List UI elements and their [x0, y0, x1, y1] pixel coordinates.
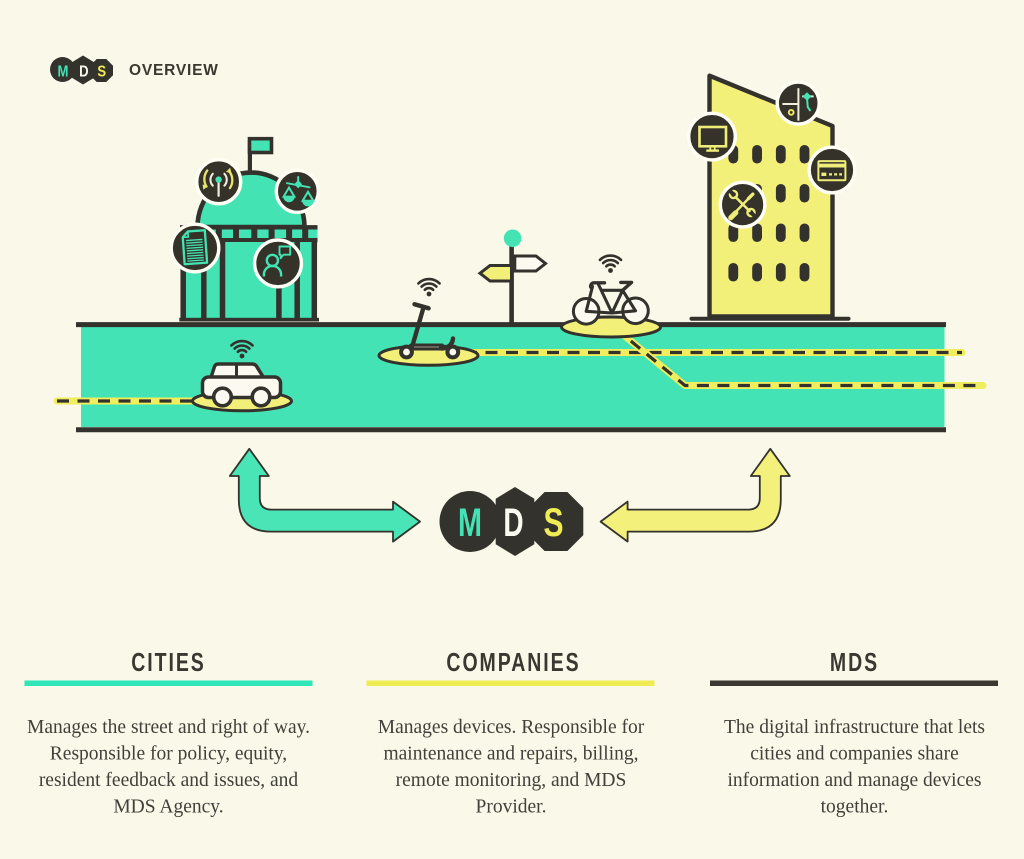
svg-text:resident feedback and issues,: resident feedback and issues, and [39, 770, 299, 791]
svg-text:remote monitoring, and MDS: remote monitoring, and MDS [396, 770, 627, 791]
svg-text:CITIES: CITIES [131, 647, 206, 676]
svg-text:information and manage devices: information and manage devices [728, 770, 982, 791]
svg-text:COMPANIES: COMPANIES [446, 647, 580, 676]
svg-text:MDS Agency.: MDS Agency. [113, 797, 223, 818]
svg-text:The digital infrastructure tha: The digital infrastructure that lets [724, 717, 985, 738]
svg-text:M: M [58, 63, 69, 80]
svg-text:MDS: MDS [830, 647, 879, 676]
svg-text:together.: together. [821, 797, 889, 818]
svg-text:Responsible for policy, equity: Responsible for policy, equity, [50, 744, 287, 765]
svg-text:S: S [543, 501, 563, 545]
svg-text:D: D [503, 501, 523, 545]
svg-text:Manages devices. Responsible f: Manages devices. Responsible for [378, 717, 645, 738]
svg-text:D: D [79, 63, 88, 80]
svg-text:Provider.: Provider. [476, 797, 547, 818]
svg-text:Manages the street and right o: Manages the street and right of way. [27, 717, 310, 738]
svg-text:OVERVIEW: OVERVIEW [129, 62, 219, 79]
svg-text:S: S [97, 63, 106, 80]
svg-text:cities and companies share: cities and companies share [750, 744, 958, 765]
svg-text:maintenance and repairs, billi: maintenance and repairs, billing, [383, 744, 638, 765]
svg-text:M: M [458, 500, 482, 545]
